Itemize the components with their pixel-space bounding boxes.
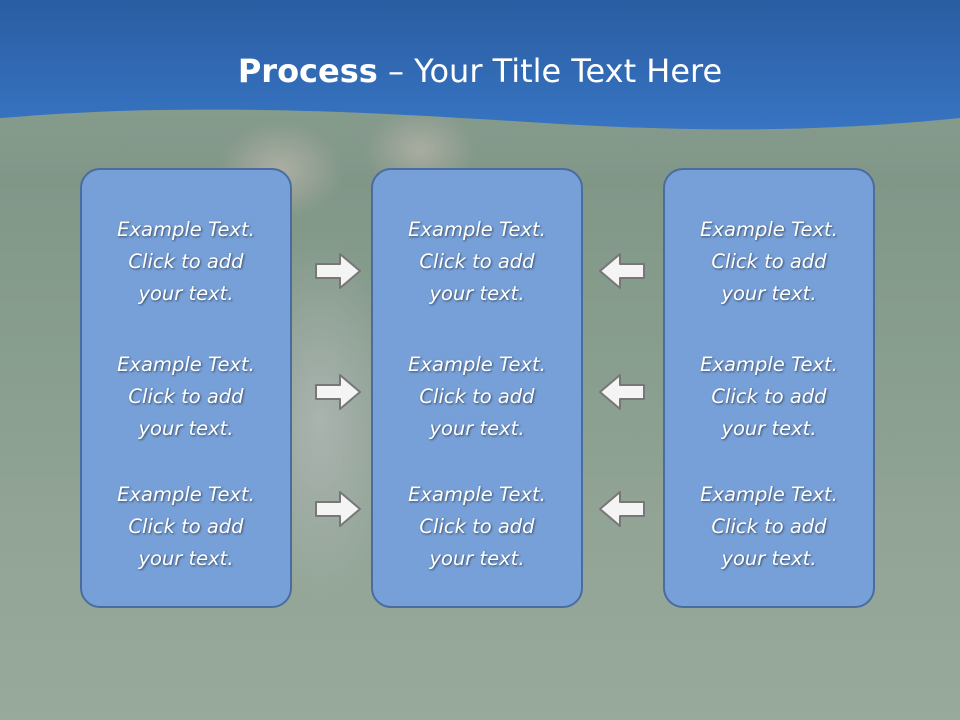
- text-item[interactable]: Example Text. Click to add your text.: [117, 218, 255, 305]
- arrow-right-icon[interactable]: [314, 373, 362, 411]
- text-box-left[interactable]: Example Text. Click to add your text. Ex…: [80, 168, 292, 608]
- arrow-left-icon[interactable]: [598, 490, 646, 528]
- text-item[interactable]: Example Text. Click to add your text.: [700, 353, 838, 440]
- text-box-right[interactable]: Example Text. Click to add your text. Ex…: [663, 168, 875, 608]
- arrow-left-icon[interactable]: [598, 252, 646, 290]
- arrow-right-icon[interactable]: [314, 490, 362, 528]
- title-rest: – Your Title Text Here: [377, 52, 723, 90]
- header-band: [0, 0, 960, 130]
- text-item[interactable]: Example Text. Click to add your text.: [117, 483, 255, 570]
- arrow-right-icon[interactable]: [314, 252, 362, 290]
- text-item[interactable]: Example Text. Click to add your text.: [408, 218, 546, 305]
- text-item[interactable]: Example Text. Click to add your text.: [408, 353, 546, 440]
- arrow-left-icon[interactable]: [598, 373, 646, 411]
- text-item[interactable]: Example Text. Click to add your text.: [408, 483, 546, 570]
- text-item[interactable]: Example Text. Click to add your text.: [700, 483, 838, 570]
- text-item[interactable]: Example Text. Click to add your text.: [117, 353, 255, 440]
- text-item[interactable]: Example Text. Click to add your text.: [700, 218, 838, 305]
- slide-title[interactable]: Process – Your Title Text Here: [0, 52, 960, 90]
- title-bold: Process: [237, 52, 378, 90]
- text-box-center[interactable]: Example Text. Click to add your text. Ex…: [371, 168, 583, 608]
